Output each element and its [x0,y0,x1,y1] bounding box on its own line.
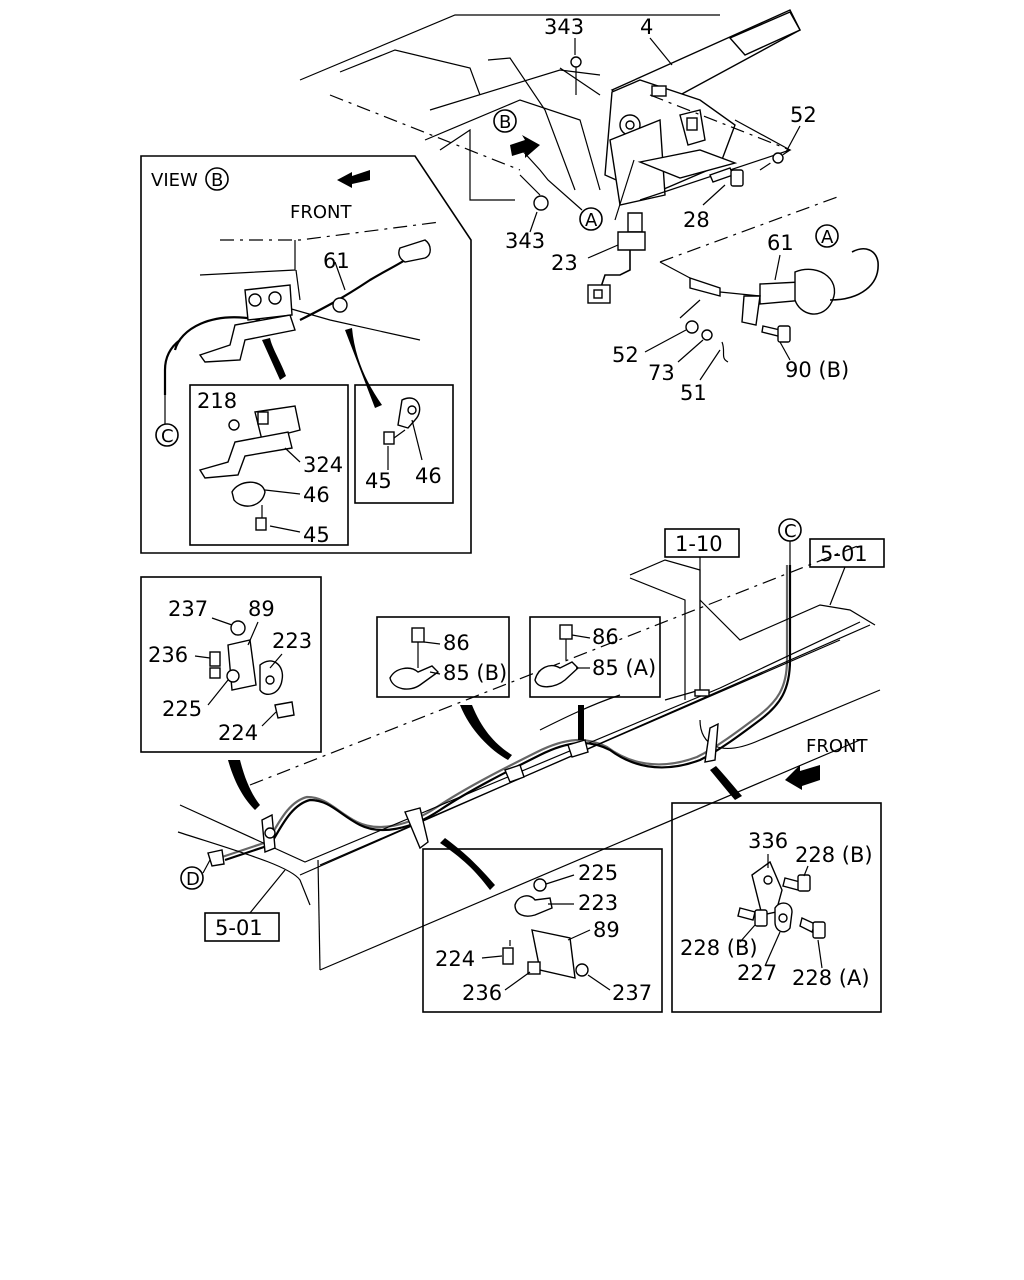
view-circle: B [211,170,223,191]
ref-circle-a-right: A [815,224,839,248]
label-89-left: 89 [248,597,275,621]
label-46-inset: 46 [303,483,330,507]
washer-73 [701,329,713,341]
label-52-top: 52 [790,103,817,127]
inset-clip-85a: 86 85 (A) [529,616,661,698]
label-89-bottom: 89 [593,918,620,942]
section-box-5-01-top: 5-01 [809,538,885,606]
inset-bracket-left: 237 89 236 223 225 224 [140,576,322,753]
view-b-panel: VIEW B FRONT 61 C [140,155,472,554]
svg-text:A: A [585,210,598,231]
grommet-343-bottom [533,195,549,211]
svg-text:5-01: 5-01 [215,916,263,940]
label-223-bottom: 223 [578,891,618,915]
label-336: 336 [748,829,788,853]
section-box-5-01-bottom: 5-01 [204,869,286,942]
label-28: 28 [683,208,710,232]
svg-text:C: C [161,426,174,447]
ref-circle-a-mid: A [579,207,603,231]
svg-text:C: C [784,521,797,542]
label-46-clip: 46 [415,464,442,488]
label-73: 73 [648,361,675,385]
arrow-b-icon [510,135,540,158]
label-224-left: 224 [218,721,258,745]
label-86-a: 86 [592,625,619,649]
ref-circle-c-bottom: C [778,518,802,565]
label-324: 324 [303,453,343,477]
brake-switch-23 [587,212,646,304]
label-86-b: 86 [443,631,470,655]
inset-clip-85b: 86 85 (B) [376,616,510,698]
cable-61-end [689,248,879,326]
inset-bracket-324: 218 324 46 45 [189,384,349,547]
washer-52-top [772,152,784,164]
label-236-bottom: 236 [462,981,502,1005]
label-4: 4 [640,15,653,39]
label-237-bottom: 237 [612,981,652,1005]
view-label: VIEW [151,170,198,191]
label-85a: 85 (A) [592,656,656,680]
label-23: 23 [551,251,578,275]
svg-text:D: D [186,869,200,890]
inset-bracket-right: 336 228 (B) 228 (B) 227 228 (A) [671,802,882,1013]
front-arrow-icon-bottom [785,765,820,790]
svg-text:5-01: 5-01 [820,542,868,566]
label-224-bottom: 224 [435,947,475,971]
bolt-90b [761,325,791,343]
washer-52 [685,320,699,334]
pin-51 [721,341,729,363]
label-90b: 90 (B) [785,358,849,382]
svg-text:A: A [821,227,834,248]
label-218: 218 [197,389,237,413]
top-leader-lines [519,37,801,381]
brake-cable-rear [207,565,792,867]
cab-floor-outline [299,14,720,201]
svg-text:B: B [499,112,511,133]
label-52: 52 [612,343,639,367]
parking-brake-lever [604,9,801,206]
ref-circle-d: D [180,859,211,890]
label-237-left: 237 [168,597,208,621]
label-236-left: 236 [148,643,188,667]
svg-text:1-10: 1-10 [675,532,723,556]
label-343-bottom: 343 [505,229,545,253]
front-label-top: FRONT [290,202,352,223]
label-51: 51 [680,381,707,405]
label-85b: 85 (B) [443,661,507,685]
label-61-view: 61 [323,249,350,273]
section-box-1-10: 1-10 [664,528,740,690]
bolt-28 [709,167,744,187]
label-61: 61 [767,231,794,255]
ref-circle-c-view: C [155,423,179,447]
grommet-343-top [570,56,582,68]
inset-bracket-bottom: 225 223 89 224 236 237 [422,848,663,1013]
label-227: 227 [737,961,777,985]
label-228a: 228 (A) [792,966,870,990]
label-223-left: 223 [272,629,312,653]
label-225-left: 225 [162,697,202,721]
inset-clip-46: 45 46 [354,384,454,504]
bracket-324-view [198,284,296,363]
label-343-top: 343 [544,15,584,39]
label-228b-left: 228 (B) [680,936,758,960]
label-45-clip: 45 [365,469,392,493]
ref-circle-b-top: B [493,109,517,133]
front-arrow-icon [337,170,370,188]
label-228b-top: 228 (B) [795,843,873,867]
label-45-inset: 45 [303,523,330,547]
front-label-bottom: FRONT [806,736,868,757]
label-225-bottom: 225 [578,861,618,885]
